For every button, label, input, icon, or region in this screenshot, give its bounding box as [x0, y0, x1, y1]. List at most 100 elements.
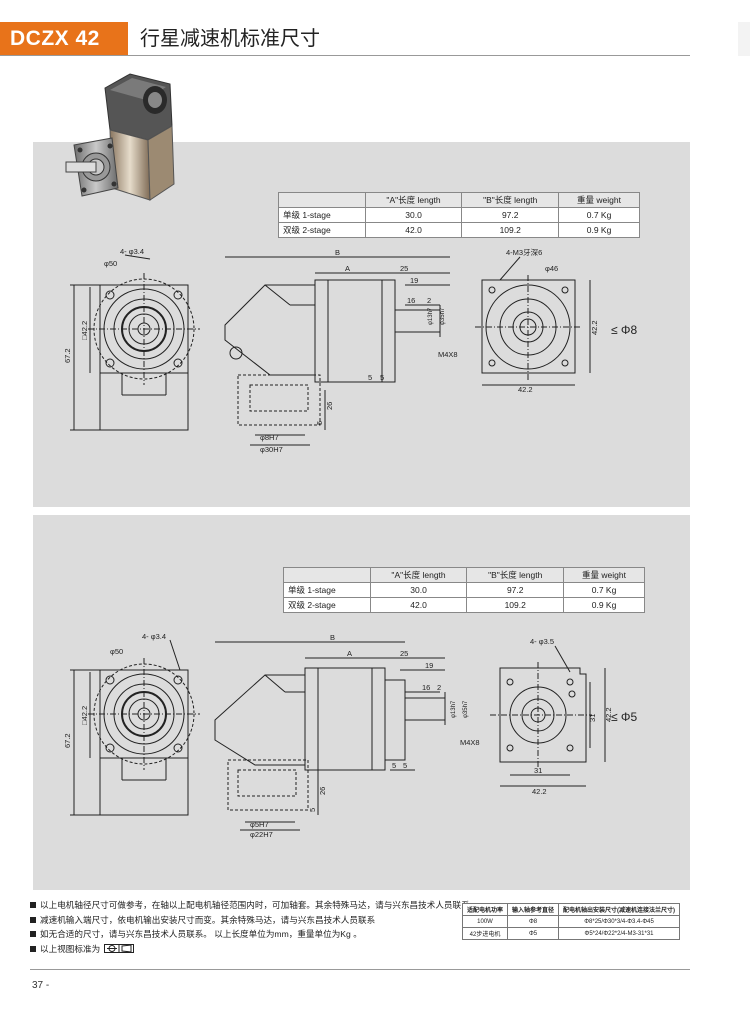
- side-view: B A 25 19 16 2 φ13h7 φ35h7 M4X8 5 5 26 5…: [224, 248, 458, 454]
- table-header-cell: "B"长度 length: [461, 192, 560, 208]
- table-cell: 0.7 Kg: [558, 207, 640, 223]
- dim-5b: 5: [403, 761, 407, 770]
- left-view: 4- φ3.4 φ50 67.2 □42.2: [63, 632, 200, 816]
- list-item: 以上视图标准为: [30, 942, 460, 957]
- technical-drawing-2: 4- φ3.4 φ50 67.2 □42.2 B A 25 19 16 2: [63, 632, 613, 839]
- table-header-cell: 重量 weight: [558, 192, 640, 208]
- table-cell: 42步进电机: [461, 927, 509, 940]
- dim-holes: 4- φ3.4: [142, 632, 166, 641]
- table-cell: 0.9 Kg: [563, 597, 645, 613]
- table-row: 双级 2-stage 42.0 109.2 0.9 Kg: [283, 597, 645, 613]
- dim-2: 2: [427, 296, 431, 305]
- dim-front-thread: 4-M3牙深6: [506, 248, 542, 257]
- page-header: DCZX 42 行星减速机标准尺寸: [0, 22, 690, 56]
- page-edge-tab: [738, 22, 750, 56]
- table-header-cell: "A"长度 length: [364, 192, 463, 208]
- dim-shaft1: φ13h7: [428, 307, 434, 325]
- front-view: 4- φ3.5 31 42.2 31 42.2: [490, 637, 613, 796]
- table-header-cell: [283, 567, 371, 583]
- dim-5b: 5: [380, 373, 384, 382]
- table-row: 双级 2-stage 42.0 109.2 0.9 Kg: [278, 222, 640, 238]
- dim-5a: 5: [392, 761, 396, 770]
- spec-table-2: "A"长度 length "B"长度 length 重量 weight 单级 1…: [283, 567, 645, 613]
- dim-shaft2: φ35h7: [463, 700, 469, 718]
- table-header-cell: 重量 weight: [563, 567, 645, 583]
- dim-bore2: φ22H7: [250, 830, 273, 839]
- dim-25: 25: [400, 264, 408, 273]
- dim-26: 26: [325, 402, 334, 410]
- dim-flange-dia: φ50: [110, 647, 123, 656]
- table-cell: 109.2: [466, 597, 565, 613]
- dim-bore1: φ8H7: [260, 433, 279, 442]
- technical-drawing-1: 4- φ3.4 φ50 67.2 □42.2 B A 25 19 16 2: [63, 247, 599, 454]
- dim-5c: 5: [315, 421, 324, 425]
- dim-a: A: [347, 649, 352, 658]
- table-header-row: "A"长度 length "B"长度 length 重量 weight: [283, 567, 645, 583]
- dim-shaft2: φ35h7: [440, 307, 446, 325]
- table-cell: Φ5: [507, 927, 560, 940]
- dim-2: 2: [437, 683, 441, 692]
- front-view: 4-M3牙深6 φ46 42.2 42.2: [475, 248, 599, 394]
- table-cell: 109.2: [461, 222, 560, 238]
- table-header-row: 适配电机功率 输入轴参考直径 配电机轴出安装尺寸(减速机连接法兰尺寸): [461, 903, 681, 916]
- notes-list: 以上电机轴径尺寸可做参考，在轴以上配电机轴径范围内时，可加轴套。其余特殊马达，请…: [30, 898, 470, 957]
- dim-flange-dia: φ50: [104, 259, 117, 268]
- dim-26: 26: [318, 787, 327, 795]
- dim-thread: M4X8: [438, 350, 458, 359]
- list-item: 以上电机轴径尺寸可做参考，在轴以上配电机轴径范围内时，可加轴套。其余特殊马达，请…: [30, 898, 470, 913]
- side-view: B A 25 19 16 2 φ13h7 φ35h7 M4X8 5 5 26 5…: [214, 633, 480, 839]
- note-text: 以上视图标准为: [40, 943, 101, 954]
- dim-a: A: [345, 264, 350, 273]
- table-header-row: "A"长度 length "B"长度 length 重量 weight: [278, 192, 640, 208]
- dim-19: 19: [410, 276, 418, 285]
- table-header-cell: 适配电机功率: [461, 903, 509, 916]
- note-text: 以上电机轴径尺寸可做参考，在轴以上配电机轴径范围内时，可加轴套。其余特殊马达，请…: [40, 900, 470, 910]
- dim-b: B: [335, 248, 340, 257]
- table-cell: 100W: [461, 915, 509, 928]
- table-row: 单级 1-stage 30.0 97.2 0.7 Kg: [278, 207, 640, 223]
- table-header-cell: "B"长度 length: [466, 567, 565, 583]
- table-header-cell: "A"长度 length: [369, 567, 468, 583]
- dim-front-31: 31: [588, 714, 597, 722]
- bullet-icon: [30, 945, 36, 952]
- spec-table-1: "A"长度 length "B"长度 length 重量 weight 单级 1…: [278, 192, 640, 238]
- dim-front-width-31: 31: [534, 766, 542, 775]
- table-row: 42步进电机 Φ5 Φ5*24/Φ22*2/4-M3-31*31: [461, 927, 681, 940]
- table-cell: 97.2: [466, 582, 565, 598]
- table-row: 单级 1-stage 30.0 97.2 0.7 Kg: [283, 582, 645, 598]
- table-cell: 42.0: [369, 597, 468, 613]
- dim-bore1: φ5H7: [250, 820, 269, 829]
- dim-front-square: 42.2: [604, 707, 613, 722]
- table-header-cell: 输入轴参考直径: [507, 903, 560, 916]
- table-cell: 双级 2-stage: [283, 597, 371, 613]
- table-cell: 双级 2-stage: [278, 222, 366, 238]
- dim-height: 67.2: [63, 348, 72, 363]
- table-header-cell: [278, 192, 366, 208]
- dim-square: □42.2: [80, 321, 89, 340]
- table-cell: 0.7 Kg: [563, 582, 645, 598]
- dim-b: B: [330, 633, 335, 642]
- dim-16: 16: [407, 296, 415, 305]
- list-item: 减速机输入端尺寸，依电机输出安装尺寸而变。其余特殊马达，请与兴东昌技术人员联系: [30, 913, 460, 928]
- table-header-cell: 配电机轴出安装尺寸(减速机连接法兰尺寸): [558, 903, 681, 916]
- table-row: 100W Φ8 Φ8*25/Φ30*3/4-Φ3.4-Φ45: [461, 915, 681, 928]
- dim-front-square: 42.2: [590, 320, 599, 335]
- dim-25: 25: [400, 649, 408, 658]
- table-cell: 30.0: [364, 207, 463, 223]
- dim-19: 19: [425, 661, 433, 670]
- table-cell: 单级 1-stage: [278, 207, 366, 223]
- note-text: 减速机输入端尺寸，依电机输出安装尺寸而变。其余特殊马达，请与兴东昌技术人员联系: [40, 914, 376, 925]
- footer-rule: [30, 969, 690, 970]
- dim-front-width: 42.2: [532, 787, 547, 796]
- table-cell: 0.9 Kg: [558, 222, 640, 238]
- dim-pcd: φ46: [545, 264, 558, 273]
- table-cell: Φ8*25/Φ30*3/4-Φ3.4-Φ45: [558, 915, 681, 928]
- table-cell: 42.0: [364, 222, 463, 238]
- dim-5c: 5: [308, 808, 317, 812]
- dim-thread: M4X8: [460, 738, 480, 747]
- note-text: 如无合适的尺寸，请与兴东昌技术人员联系。 以上长度单位为mm，重量单位为Kg 。: [40, 929, 362, 939]
- dim-front-width: 42.2: [518, 385, 533, 394]
- projection-symbol-icon: [104, 944, 135, 954]
- motor-reference-table: 适配电机功率 输入轴参考直径 配电机轴出安装尺寸(减速机连接法兰尺寸) 100W…: [461, 903, 681, 940]
- bullet-icon: [30, 902, 36, 909]
